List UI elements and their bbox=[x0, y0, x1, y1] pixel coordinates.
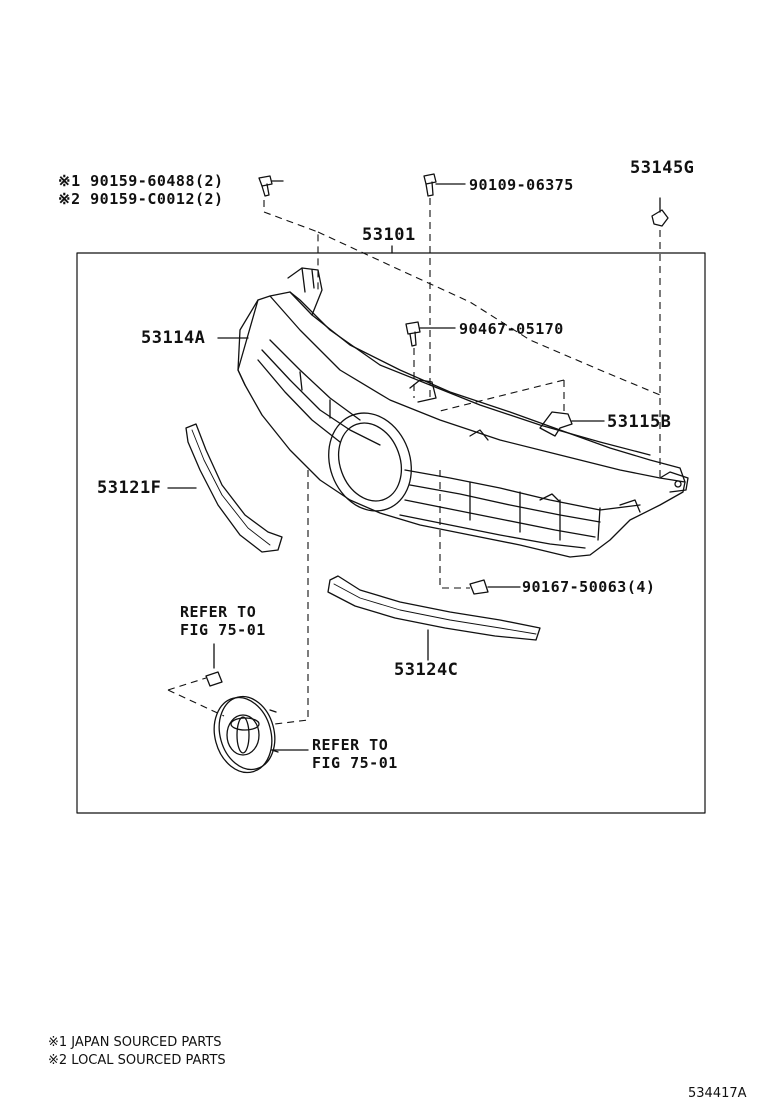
label-53101: 53101 bbox=[362, 225, 416, 245]
clip-emblem bbox=[205, 643, 223, 687]
label-53114a: 53114A bbox=[141, 328, 206, 348]
label-refer1-line1: REFER TO bbox=[180, 603, 257, 621]
moulding-53124c bbox=[327, 575, 541, 641]
label-refer2-line2: FIG 75-01 bbox=[312, 754, 398, 772]
dash-emblem bbox=[274, 470, 309, 725]
clip-53145g bbox=[651, 197, 669, 227]
screw-90167 bbox=[469, 579, 521, 595]
label-refer1-line2: FIG 75-01 bbox=[180, 621, 266, 639]
bolt-90109 bbox=[423, 173, 466, 197]
dash-screw bbox=[439, 470, 470, 589]
label-bolt-note2: ※2 90159-C0012(2) bbox=[58, 190, 224, 208]
label-bolt-note1: ※1 90159-60488(2) bbox=[58, 172, 224, 190]
bolt-90467 bbox=[405, 321, 456, 347]
legend-note1: ※1 JAPAN SOURCED PARTS bbox=[48, 1035, 222, 1050]
label-90109: 90109-06375 bbox=[469, 176, 574, 194]
legend-note2: ※2 LOCAL SOURCED PARTS bbox=[48, 1053, 226, 1068]
label-53115b: 53115B bbox=[607, 412, 672, 432]
dash-bolt-90159 bbox=[263, 200, 319, 290]
dash-bracket bbox=[435, 379, 565, 413]
label-90167: 90167-50063(4) bbox=[522, 578, 656, 596]
label-53124c: 53124C bbox=[394, 660, 459, 680]
label-90467: 90467-05170 bbox=[459, 320, 564, 338]
emblem bbox=[213, 695, 279, 774]
label-53121f: 53121F bbox=[97, 478, 162, 498]
radiator-grille bbox=[237, 267, 689, 558]
label-refer2-line1: REFER TO bbox=[312, 736, 389, 754]
figure-code: 534417A bbox=[688, 1086, 747, 1101]
bolt-90159 bbox=[258, 175, 284, 197]
assembly-frame bbox=[76, 252, 706, 814]
moulding-53121f bbox=[185, 423, 283, 553]
bracket-53115b bbox=[539, 411, 605, 437]
label-53145g: 53145G bbox=[630, 158, 695, 178]
dash-emblem-clip bbox=[167, 677, 225, 717]
